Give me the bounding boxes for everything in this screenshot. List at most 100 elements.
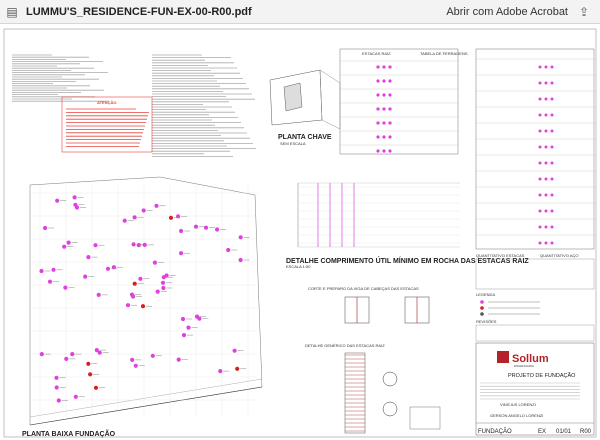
engineer-name: GERSON ANGELO LORENZI [490, 413, 543, 418]
pile-marker [133, 363, 138, 368]
detail-roots-title: DETALHE COMPRIMENTO ÚTIL MÍNIMO EM ROCHA… [286, 256, 529, 265]
pile-symbol [550, 97, 554, 101]
forma-table-title: TABELA DE FERRAGENS [420, 51, 468, 56]
pile-marker [238, 235, 243, 240]
pile-symbol [382, 79, 386, 83]
pile-symbol [376, 107, 380, 111]
revision-code: R00 [580, 429, 592, 435]
pile-marker [54, 375, 59, 380]
pile-symbol [550, 241, 554, 245]
pile-marker [193, 224, 199, 229]
pile-marker [56, 398, 61, 403]
quantities-title: QUANTITATIVO ESTACAS [476, 253, 525, 258]
pile-marker [70, 352, 75, 357]
pile-symbol [550, 81, 554, 85]
cut-beam-detail: CORTE E PREPARO DA VIGA DE CABEÇAS DAS E… [308, 286, 430, 324]
document-title: LUMMU'S_RESIDENCE-FUN-EX-00-R00.pdf [26, 5, 252, 18]
pile-marker [238, 257, 243, 263]
pile-symbol [382, 121, 386, 125]
pile-symbol [550, 129, 554, 133]
pile-marker [131, 242, 136, 247]
pile-marker [72, 195, 77, 200]
pile-marker [194, 314, 200, 319]
pile-marker [164, 273, 169, 278]
pile-marker [73, 394, 78, 399]
pile-marker [232, 348, 237, 353]
pile-symbol [382, 149, 386, 153]
pile-marker [140, 304, 146, 309]
pile-marker [86, 361, 91, 366]
pile-symbol [550, 209, 554, 213]
pile-symbol [538, 97, 542, 101]
title-block: Sollum ENGENHARIA PROJETO DE FUNDAÇÃO VI… [475, 342, 595, 436]
detail-roots-subtitle: ESCALA 1:50 [286, 264, 311, 269]
warning-title: ATENÇÃO [97, 100, 116, 105]
pile-marker [155, 289, 160, 294]
pile-marker [93, 243, 98, 248]
pile-marker [88, 372, 93, 377]
pile-marker [55, 198, 60, 203]
pile-symbol [544, 177, 548, 181]
pile-symbol [550, 145, 554, 149]
pile-symbol [538, 209, 542, 213]
pile-table: ESTACAS RAIZ TABELA DE FERRAGENS [339, 48, 468, 155]
pile-marker [141, 208, 146, 213]
pile-marker [215, 227, 220, 232]
pile-marker [226, 247, 231, 253]
open-with-acrobat-button[interactable]: Abrir com Adobe Acrobat [446, 5, 568, 18]
pile-symbol [544, 65, 548, 69]
brand-name: Sollum [512, 353, 549, 365]
cut-beam-title: CORTE E PREPARO DA VIGA DE CABEÇAS DAS E… [308, 286, 419, 291]
pile-marker [63, 285, 68, 290]
pile-symbol [550, 225, 554, 229]
pile-symbol [544, 225, 548, 229]
pile-symbol [544, 193, 548, 197]
pile-marker [66, 240, 71, 245]
pile-marker [179, 228, 184, 234]
brand-logo-icon [497, 351, 509, 363]
pile-symbol [538, 225, 542, 229]
pile-symbol [388, 135, 392, 139]
pile-marker [73, 202, 78, 207]
legend-symbol [480, 306, 484, 310]
steel-title: QUANTITATIVO AÇO [540, 253, 579, 258]
pdf-doc-icon: ▤ [6, 4, 18, 19]
subject: FUNDAÇÃO [478, 428, 512, 435]
pile-symbol [388, 121, 392, 125]
base-plan-title-visible: PLANTA BAIXA FUNDAÇÃO [22, 429, 116, 438]
pile-symbol [550, 161, 554, 165]
pile-symbol [382, 93, 386, 97]
pile-marker [186, 325, 191, 330]
pile-symbol [544, 241, 548, 245]
pile-symbol [538, 193, 542, 197]
pile-marker [94, 348, 99, 353]
share-icon[interactable]: ⇪ [578, 4, 590, 19]
legend-symbol [480, 300, 484, 304]
pile-symbol [538, 177, 542, 181]
pile-marker [93, 385, 99, 390]
warning-lines [66, 108, 149, 147]
pile-marker [176, 357, 181, 362]
pile-marker [161, 285, 166, 291]
pile-symbol [544, 97, 548, 101]
pile-marker [51, 267, 56, 272]
pile-marker [62, 244, 67, 249]
pile-symbol [376, 121, 380, 125]
pile-marker [43, 225, 48, 231]
quantities-block: QUANTITATIVO ESTACAS QUANTITATIVO AÇO LE… [475, 253, 595, 342]
pile-marker [154, 203, 159, 208]
key-plan-title: PLANTA CHAVE [278, 134, 332, 141]
pile-marker [203, 225, 209, 230]
pile-symbol [544, 161, 548, 165]
pile-symbol [382, 135, 386, 139]
pile-symbol [538, 129, 542, 133]
pile-symbol [376, 149, 380, 153]
generic-pile-detail: DETALHE GENÉRICO DAS ESTACAS RAIZ [305, 343, 441, 434]
pile-symbol [550, 113, 554, 117]
pile-symbol [376, 135, 380, 139]
pile-marker [132, 215, 137, 220]
pile-symbol [550, 177, 554, 181]
legend-symbol [480, 312, 484, 316]
pile-symbol [376, 93, 380, 97]
pdf-page: ATENÇÃO PLANTA CHAVE SEM ESCALA ESTACAS … [0, 25, 600, 440]
